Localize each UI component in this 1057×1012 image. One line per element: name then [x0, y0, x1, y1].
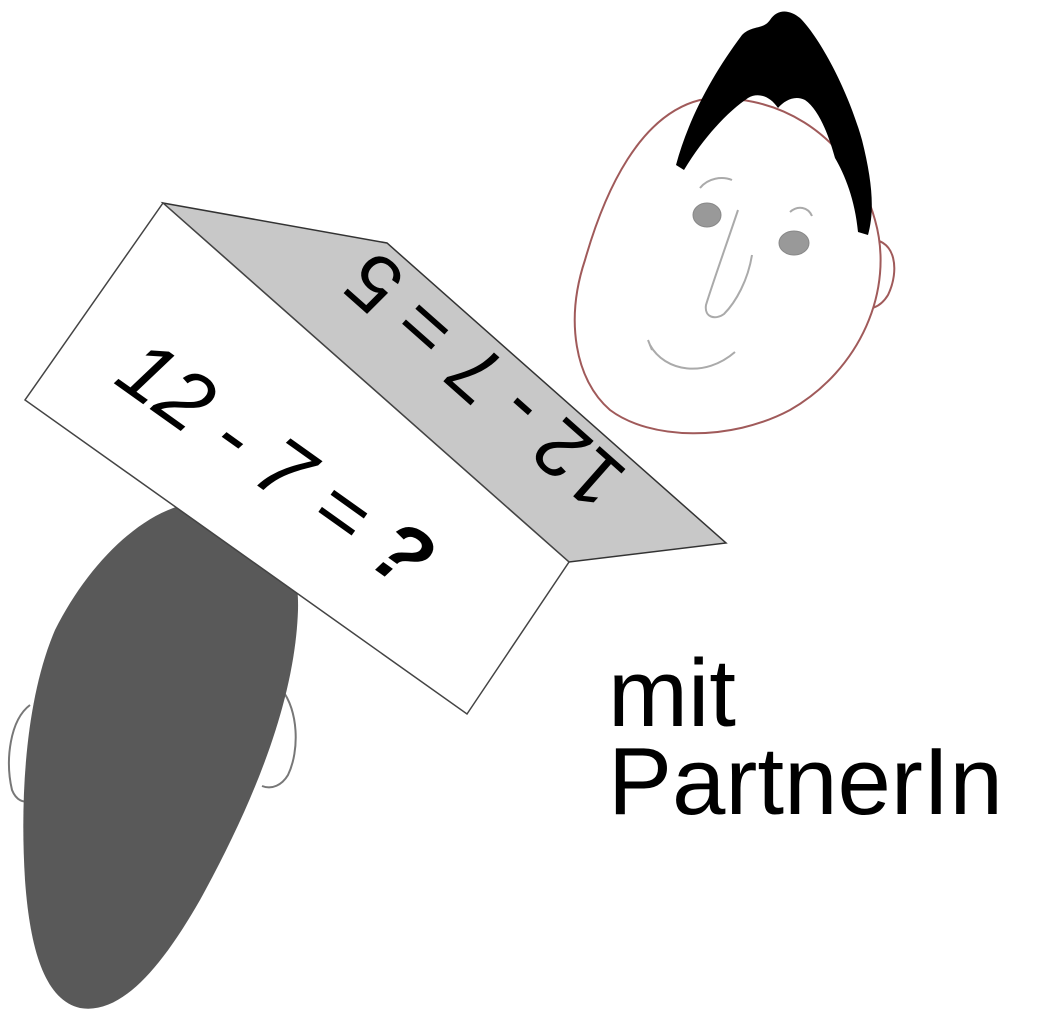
- left-eye: [692, 202, 722, 228]
- caption-line-1: mit: [608, 640, 736, 747]
- mouth: [649, 344, 736, 370]
- back-of-head-icon: [8, 502, 299, 1009]
- caption: mit PartnerIn: [608, 640, 1003, 835]
- left-eyebrow: [699, 177, 733, 189]
- tent-card-icon: [23, 201, 728, 716]
- caption-line-2: PartnerIn: [608, 728, 1003, 835]
- right-eye: [778, 230, 810, 256]
- right-eyebrow: [789, 206, 813, 217]
- hair: [676, 11, 872, 235]
- head-silhouette: [23, 502, 299, 1009]
- left-ear-back: [8, 704, 31, 803]
- right-ear-back: [261, 689, 297, 789]
- card-front-face: [23, 201, 570, 716]
- partner-face-icon: [573, 11, 896, 435]
- nose: [704, 209, 753, 319]
